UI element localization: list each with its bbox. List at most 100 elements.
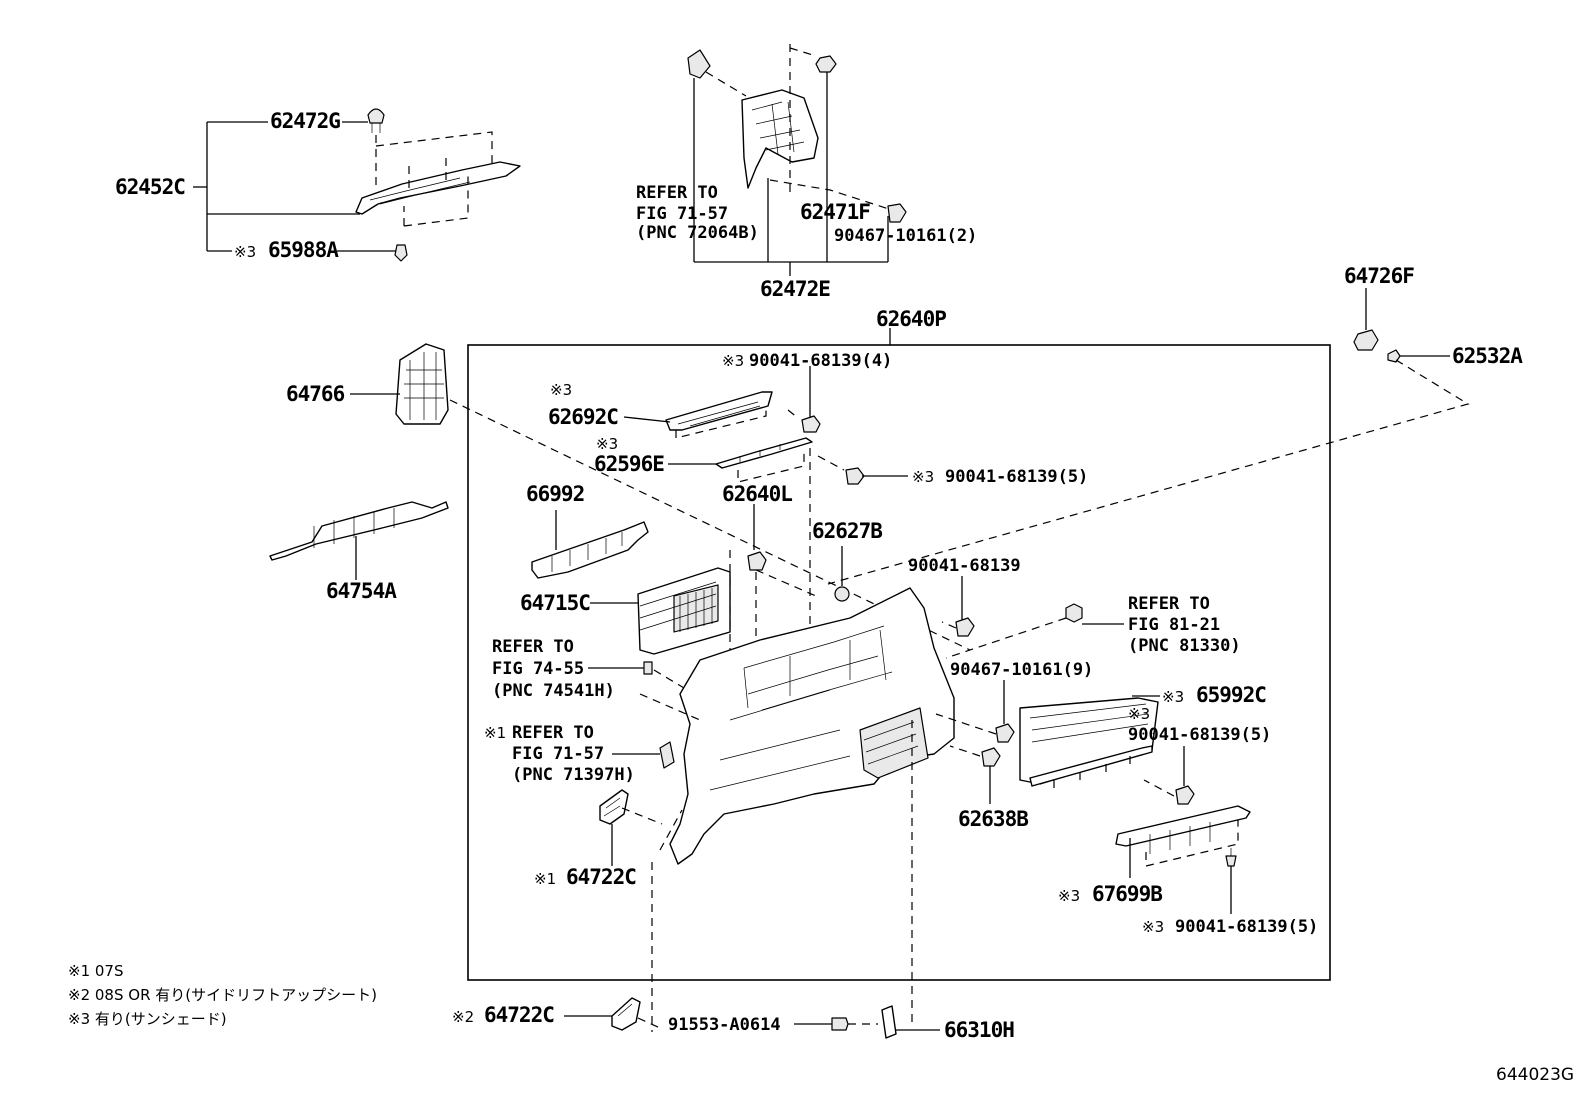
label-64722C-b: 64722C [484,1003,554,1027]
clip-icon [801,415,821,433]
part-group-62472E: REFER TO FIG 71-57 (PNC 72064B) 62471F 9… [636,44,977,301]
mark-67699B: ※3 [1058,887,1080,905]
part-group-66992: 66992 [526,482,649,579]
part-group-90467-9: 90467-10161(9) [935,660,1093,743]
clip-icon [887,203,907,223]
shade-cover-62692C [665,391,773,431]
clip-icon [955,617,975,637]
clip-icon [687,49,711,79]
part-group-64726F: 64726F 62532A [827,264,1524,585]
clip-icon [815,55,837,73]
part-group-64715C: 64715C [520,567,731,655]
footnote-3: ※3 有り(サンシェード) [68,1010,227,1028]
trim-rail-62452C [355,161,521,215]
shade-bracket-62596E [715,437,813,469]
part-group-65992C: ※3 65992C [1019,683,1267,794]
part-group-64754A: 64754A [269,501,449,603]
mark-64722C-b: ※2 [452,1008,474,1026]
refer-72064B-line3: (PNC 72064B) [636,223,759,243]
label-62471F: 62471F [800,200,870,224]
mark-71397H: ※1 [484,724,506,742]
scuff-plate-67699B [1115,805,1251,847]
mark-64722C-a: ※1 [534,870,556,888]
label-64754A: 64754A [326,579,397,603]
part-group-62638B: 62638B [949,745,1029,831]
label-90041-68139-5a: 90041-68139(5) [945,467,1088,487]
mark-62692C: ※3 [550,381,572,399]
label-65988A: 65988A [268,238,339,262]
frame-label: 62640P [876,307,946,331]
label-90041-68139-5b: 90041-68139(5) [1128,725,1271,745]
clip-icon [981,747,1001,767]
clip-66310H [881,1005,897,1039]
connector-icon [1065,603,1083,623]
refer-72064B-line1: REFER TO [636,183,718,203]
grommet-icon [834,586,850,602]
connector-icon [643,661,653,675]
part-group-67699B: ※3 67699B [1058,805,1251,906]
label-90041-68139-4: 90041-68139(4) [749,351,892,371]
part-group-64722C-b: ※2 64722C [452,997,661,1031]
part-group-90041: 90041-68139 [908,556,1021,637]
label-62638B: 62638B [958,807,1028,831]
mark-65992C: ※3 [1162,688,1184,706]
part-group-62627B: 62627B [812,519,883,602]
clip-icon [394,244,408,262]
bolt-icon [831,1017,849,1031]
label-62472E: 62472E [760,277,830,301]
clip-icon [747,551,767,571]
label-62452C: 62452C [115,175,185,199]
bolt-icon [1387,349,1401,363]
refer-71397H-line1: REFER TO [512,723,594,743]
refer-81330-line3: (PNC 81330) [1128,636,1241,656]
label-67699B: 67699B [1092,882,1162,906]
pillar-trim-62471F [741,89,819,189]
label-90041-68139: 90041-68139 [908,556,1021,576]
clip-icon [845,467,865,485]
clip-icon [367,108,385,124]
refer-81330-line1: REFER TO [1128,594,1210,614]
assembly-frame [467,344,1331,981]
part-group-90041-5c: ※3 90041-68139(5) [1142,848,1318,937]
label-90467-10161-9: 90467-10161(9) [950,660,1093,680]
label-62596E: 62596E [594,452,664,476]
part-group-66310H: 91553-A0614 66310H [668,720,1015,1042]
label-66992: 66992 [526,482,584,506]
refer-74541H-line2: FIG 74-55 [492,659,584,679]
part-group-refer-71397H: ※1 REFER TO FIG 71-57 (PNC 71397H) [484,723,675,785]
clip-icon [995,723,1015,743]
garnish-66992 [531,521,649,579]
label-64715C: 64715C [520,591,590,615]
label-91553-A0614: 91553-A0614 [668,1015,781,1035]
label-66310H: 66310H [944,1018,1014,1042]
mark-90041-5a: ※3 [912,468,934,486]
refer-71397H-line3: (PNC 71397H) [512,765,635,785]
scuff-rail-64754A [269,501,449,561]
part-group-62596E: ※3 62596E ※3 90041-68139(5) [594,435,1088,648]
part-group-64766: 64766 [286,343,971,651]
cover-64722C [599,789,629,825]
part-group-refer-74541H: REFER TO FIG 74-55 (PNC 74541H) [492,637,705,701]
mark-90041-5b: ※3 [1128,705,1150,723]
label-62640L: 62640L [722,482,792,506]
label-64726F: 64726F [1344,264,1414,288]
quarter-trim-panel-62640P [669,587,955,865]
part-group-refer-81330: REFER TO FIG 81-21 (PNC 81330) [945,594,1241,659]
footnote-1: ※1 07S [68,962,124,980]
screw-icon [1225,855,1237,867]
clip-icon [1175,785,1195,805]
diagram-code: 644023G [1496,1065,1574,1085]
label-65992C: 65992C [1196,683,1266,707]
label-64766: 64766 [286,382,345,406]
mark-90041-4: ※3 [722,352,744,370]
footnote-2: ※2 08S OR 有り(サイドリフトアップシート) [68,986,377,1004]
refer-74541H-line3: (PNC 74541H) [492,681,615,701]
part-group-62692C: ※3 62692C ※3 90041-68139(4) [548,351,892,439]
refer-71397H-line2: FIG 71-57 [512,744,604,764]
refer-81330-line2: FIG 81-21 [1128,615,1220,635]
bracket-icon [659,741,675,769]
refer-74541H-line1: REFER TO [492,637,574,657]
refer-72064B-line2: FIG 71-57 [636,204,728,224]
label-62627B: 62627B [812,519,882,543]
